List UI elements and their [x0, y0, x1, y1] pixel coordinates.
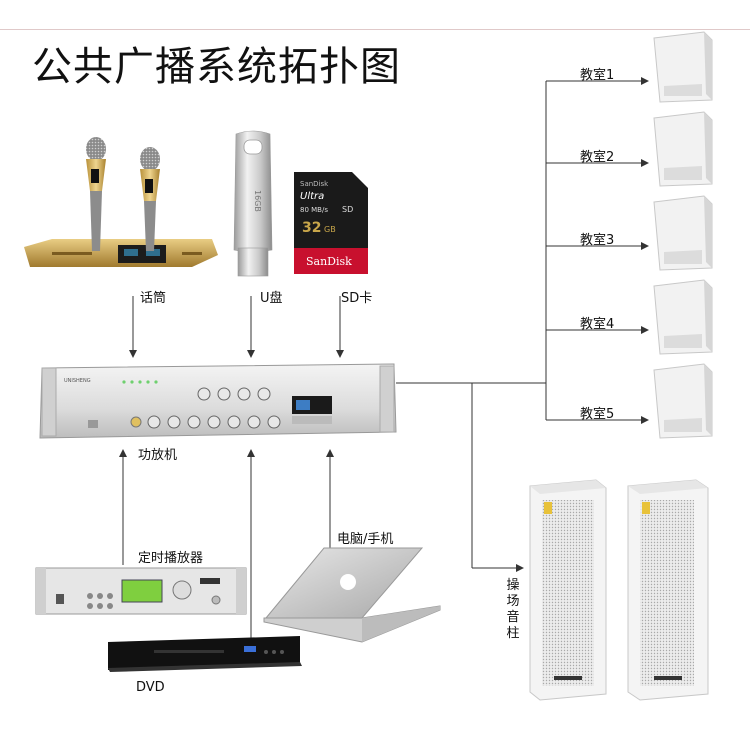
- usb-drive: 16GB: [233, 130, 273, 277]
- label-usb: U盘: [260, 291, 283, 306]
- classroom-speaker-4: [653, 279, 713, 355]
- label-classroom-2: 教室2: [580, 150, 615, 165]
- timer-player-device: [35, 567, 247, 615]
- sd-card: SanDisk Ultra 80 MB/s SD 32 GB SanDisk: [294, 172, 368, 274]
- svg-text:SanDisk: SanDisk: [300, 180, 329, 188]
- playground-column-speakers: [529, 479, 709, 701]
- label-classroom-5: 教室5: [580, 407, 615, 422]
- microphone-device: [24, 137, 218, 267]
- label-playground-speakers: 操场音柱: [506, 578, 520, 641]
- label-dvd: DVD: [136, 680, 165, 695]
- diagram-title: 公共广播系统拓扑图: [32, 44, 401, 90]
- usb-capacity-text: 16GB: [253, 190, 262, 212]
- svg-text:Ultra: Ultra: [300, 191, 324, 202]
- top-divider: [0, 29, 750, 30]
- classroom-speaker-5: [653, 363, 713, 439]
- label-sd-card: SD卡: [341, 291, 373, 306]
- amplifier-device: UNISHENG: [39, 363, 397, 439]
- label-amplifier: 功放机: [138, 448, 178, 463]
- classroom-speaker-3: [653, 195, 713, 271]
- svg-text:UNISHENG: UNISHENG: [64, 378, 91, 384]
- svg-text:SD: SD: [342, 205, 353, 214]
- label-classroom-1: 教室1: [580, 68, 615, 83]
- svg-text:SanDisk: SanDisk: [306, 255, 352, 268]
- svg-text:80 MB/s: 80 MB/s: [300, 206, 328, 214]
- label-classroom-4: 教室4: [580, 317, 615, 332]
- svg-text:GB: GB: [324, 225, 336, 234]
- classroom-speaker-2: [653, 111, 713, 187]
- label-microphone: 话筒: [140, 291, 167, 306]
- label-pc-phone: 电脑/手机: [337, 532, 394, 547]
- label-classroom-3: 教室3: [580, 233, 615, 248]
- dvd-player-device: [108, 636, 302, 672]
- svg-text:32: 32: [302, 220, 321, 236]
- classroom-speaker-1: [653, 31, 713, 103]
- label-timer-player: 定时播放器: [138, 551, 204, 566]
- laptop-device: [263, 547, 441, 643]
